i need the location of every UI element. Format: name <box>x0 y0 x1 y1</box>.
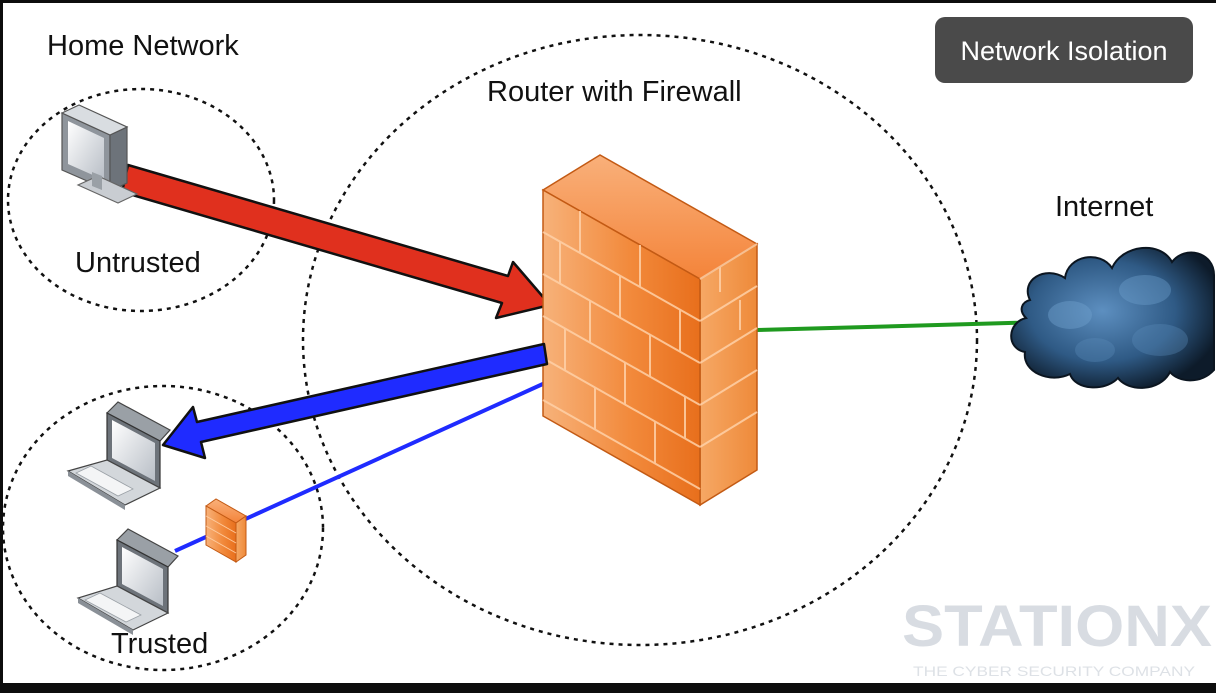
internet-cloud-icon <box>1010 246 1215 389</box>
title-badge: Network Isolation <box>935 17 1193 83</box>
untrusted-label: Untrusted <box>75 247 201 279</box>
firewall-wall-icon <box>541 154 759 507</box>
router-zone <box>301 33 979 647</box>
desktop-monitor-icon <box>60 104 139 204</box>
small-firewall-icon <box>205 498 247 563</box>
home-network-zone <box>6 87 276 313</box>
router-label: Router with Firewall <box>487 76 742 108</box>
stationx-watermark: STATIONX THE CYBER SECURITY COMPANY <box>902 594 1212 679</box>
untrusted-arrow <box>120 163 552 320</box>
title-badge-text: Network Isolation <box>960 36 1167 66</box>
laptop-icon <box>66 401 171 510</box>
trusted-label: Trusted <box>111 628 208 660</box>
home-network-label: Home Network <box>47 30 239 62</box>
watermark-brand: STATIONX <box>902 594 1212 659</box>
trusted-arrow <box>161 342 549 460</box>
watermark-tagline: THE CYBER SECURITY COMPANY <box>913 663 1196 679</box>
trusted-zone <box>1 384 325 672</box>
internet-label: Internet <box>1055 191 1153 223</box>
laptop-icon <box>76 528 179 635</box>
